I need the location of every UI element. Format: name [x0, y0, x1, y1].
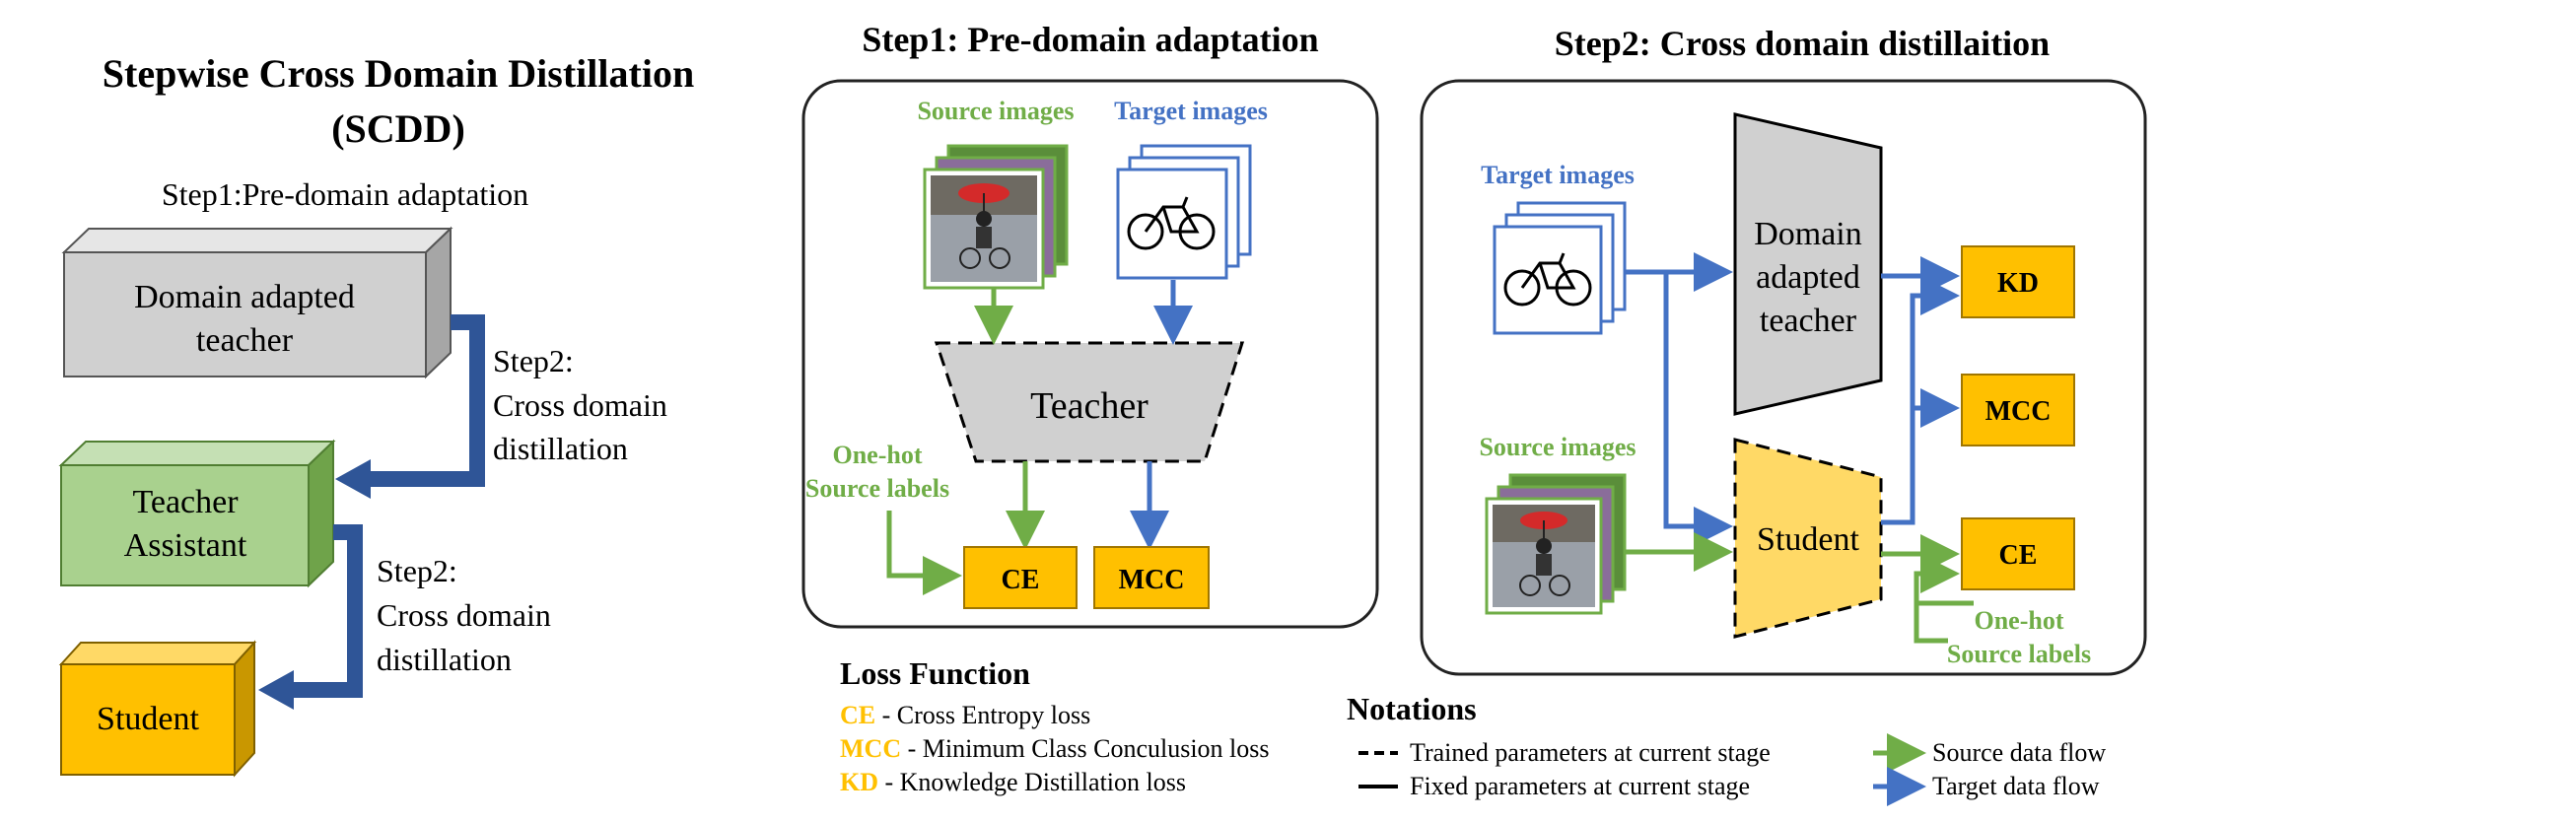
step2-teacher-block: [1733, 112, 1883, 416]
step2-teacher-label-3: teacher: [1760, 303, 1857, 339]
domain-adapted-teacher-box: [61, 226, 453, 379]
loss-function-heading: Loss Function: [840, 655, 1030, 691]
step1-ce-box: [963, 546, 1078, 609]
step2-target-to-student-arrow: [1663, 272, 1733, 546]
step1-target-images-label: Target images: [1114, 97, 1268, 125]
step2-mcc-label: MCC: [1985, 396, 2052, 427]
step1-teacher-label: Teacher: [1030, 385, 1149, 427]
step2-target-images-label: Target images: [1481, 161, 1635, 189]
step2-arrow-teacher-to-assistant: [335, 314, 485, 499]
loss-item-ce: CE - Cross Entropy loss: [840, 701, 1090, 729]
step1-source-images-label: Source images: [917, 97, 1074, 125]
loss-item-mcc: MCC - Minimum Class Conculusion loss: [840, 734, 1270, 763]
step1-heading: Step1: Pre-domain adaptation: [862, 20, 1318, 59]
teacher-assistant-box: [58, 439, 336, 588]
overview-title-line2: (SCDD): [331, 106, 465, 151]
step2-teacher-label-1: Domain: [1754, 216, 1862, 252]
step1-onehot-line2: Source labels: [805, 474, 949, 503]
teacher-box-label-1: Domain adapted: [134, 279, 355, 315]
step1-teacher-block: [934, 341, 1245, 463]
step2-onehot-line1: One-hot: [1975, 606, 2064, 635]
step1-ce-label: CE: [1002, 565, 1040, 595]
step2-ce-box: [1961, 517, 2075, 590]
step2a-line3: distillation: [493, 431, 628, 466]
step2b-line1: Step2:: [377, 553, 457, 588]
step1-label: Step1:Pre-domain adaptation: [162, 176, 528, 212]
step2a-line2: Cross domain: [493, 387, 667, 423]
step2-labels-to-ce-arrow: [1914, 554, 1974, 606]
step2-arrow-assistant-to-student: [258, 524, 363, 710]
step2a-line1: Step2:: [493, 343, 574, 378]
step2-student-block: [1733, 438, 1883, 639]
notations-heading: Notations: [1347, 691, 1477, 726]
student-box: [58, 640, 257, 778]
step2-target-image-stack: [1493, 201, 1627, 335]
overview-title-line1: Stepwise Cross Domain Distillation: [103, 51, 694, 96]
target-flow-label: Target data flow: [1932, 772, 2100, 800]
assistant-box-label-2: Assistant: [124, 527, 247, 564]
step2-heading: Step2: Cross domain distillaition: [1555, 24, 2050, 63]
step2-labels-connector: [1914, 603, 1948, 644]
step2-ce-label: CE: [1999, 540, 2038, 571]
step2-kd-box: [1961, 245, 2075, 318]
loss-item-kd: KD - Knowledge Distillation loss: [840, 768, 1186, 796]
step1-mcc-label: MCC: [1119, 565, 1185, 595]
step2-onehot-line2: Source labels: [1947, 640, 2091, 668]
step1-labels-to-ce-arrow: [886, 511, 962, 595]
step1-target-image-stack: [1116, 144, 1252, 280]
step2b-line2: Cross domain: [377, 597, 551, 633]
student-box-label: Student: [97, 701, 199, 737]
assistant-box-label-1: Teacher: [132, 484, 239, 520]
step1-mcc-box: [1093, 546, 1210, 609]
fixed-label: Fixed parameters at current stage: [1410, 772, 1750, 800]
source-flow-label: Source data flow: [1932, 738, 2106, 767]
step2-source-images-label: Source images: [1479, 433, 1636, 461]
trained-label: Trained parameters at current stage: [1410, 738, 1771, 767]
step2-student-label: Student: [1757, 521, 1859, 558]
step1-onehot-line1: One-hot: [833, 441, 923, 469]
step2-mcc-box: [1961, 374, 2075, 446]
step1-source-image-stack: [923, 144, 1069, 290]
step2-teacher-label-2: adapted: [1756, 259, 1860, 296]
step2-source-image-stack: [1485, 473, 1627, 615]
teacher-box-label-2: teacher: [196, 322, 294, 359]
step2-kd-label: KD: [1997, 268, 2039, 299]
step2b-line3: distillation: [377, 642, 512, 677]
